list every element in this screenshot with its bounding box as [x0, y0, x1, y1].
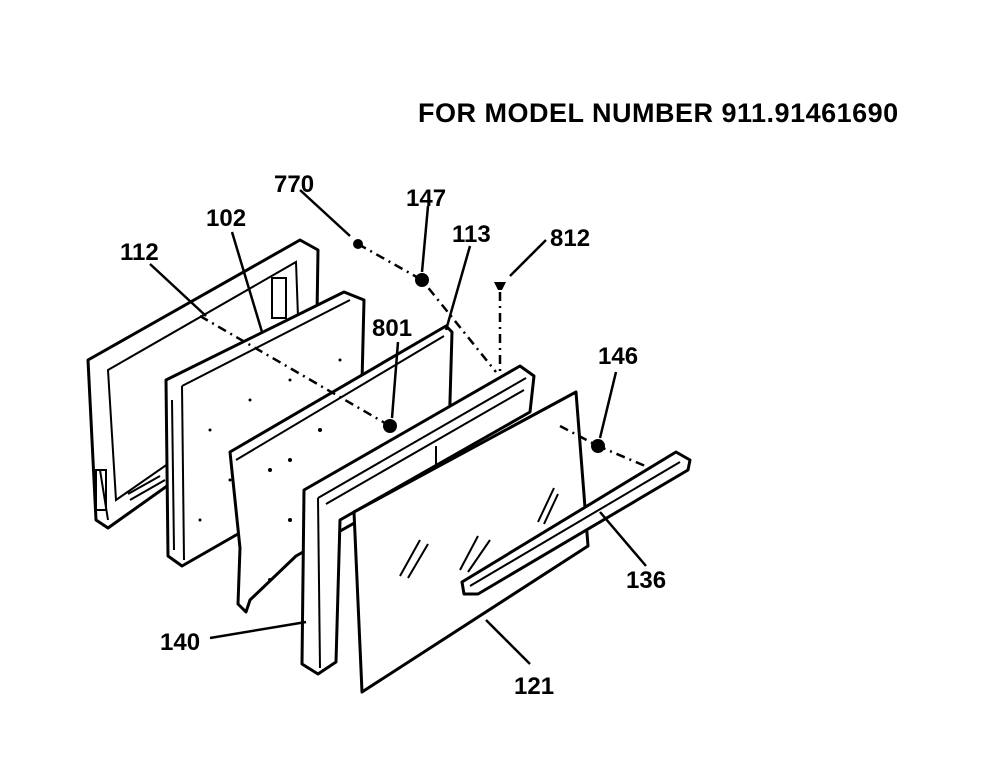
label-121: 121 [514, 673, 554, 700]
leader-121 [485, 619, 531, 665]
leader-146 [598, 371, 618, 439]
part-801-screw [383, 419, 397, 433]
label-136: 136 [626, 567, 666, 594]
alignment-line-770-147 [357, 242, 497, 373]
label-113: 113 [452, 221, 491, 248]
leader-770 [299, 189, 351, 237]
leader-113 [444, 245, 472, 331]
leader-147 [420, 205, 430, 273]
leader-112 [149, 263, 207, 317]
label-102: 102 [206, 205, 246, 232]
leader-136 [599, 511, 647, 567]
label-147: 147 [406, 185, 446, 212]
model-number-title: FOR MODEL NUMBER 911.91461690 [418, 98, 899, 128]
label-770: 770 [274, 171, 314, 198]
label-812: 812 [550, 225, 590, 252]
alignment-line-146 [559, 424, 651, 470]
part-147-screw [415, 273, 429, 287]
label-112: 112 [120, 239, 159, 266]
leader-812 [509, 239, 547, 277]
alignment-line-801 [199, 314, 391, 428]
leader-801 [390, 341, 400, 419]
part-812-screw [494, 282, 506, 290]
leader-140 [209, 620, 307, 640]
part-121-outer-glass [352, 390, 590, 694]
leader-102 [230, 231, 264, 333]
label-146: 146 [598, 343, 638, 370]
label-801: 801 [372, 315, 412, 342]
part-136-handle [460, 450, 692, 596]
label-140: 140 [160, 629, 200, 656]
part-140-door-frame [300, 364, 536, 676]
